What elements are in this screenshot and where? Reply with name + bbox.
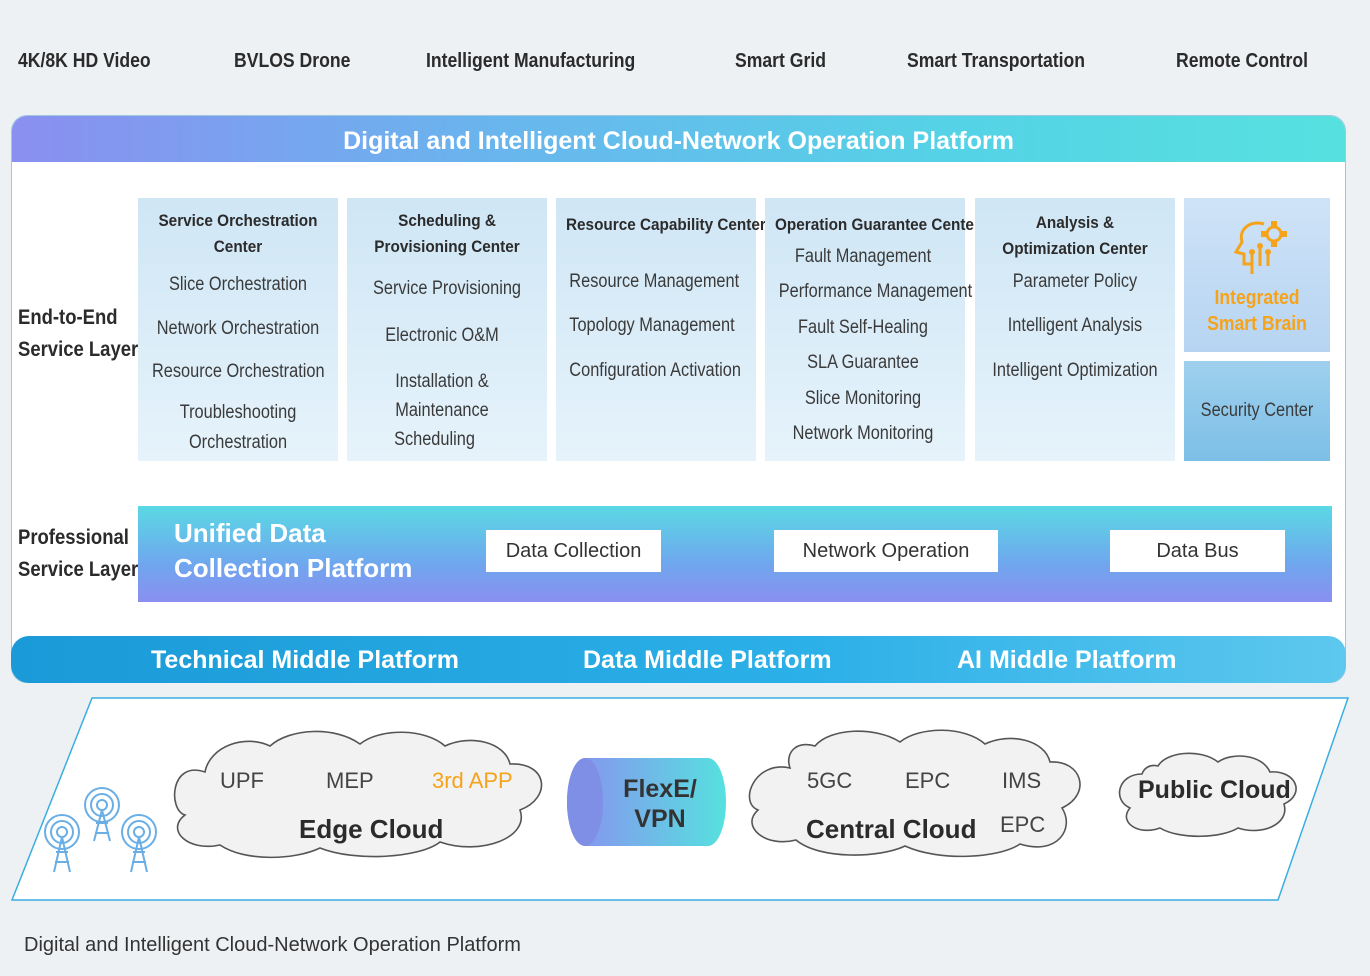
center-title: Service Orchestration Center — [158, 211, 318, 256]
center-item: Resource Orchestration — [152, 361, 325, 382]
resource-capability-center: Resource Capability Center Resource Mana… — [556, 198, 766, 461]
radio-tower-icon — [44, 787, 157, 873]
flexe-vpn-label: FlexE/ VPN — [623, 775, 697, 833]
central-cloud-shape — [748, 729, 1081, 858]
professional-layer-label: Professional Service Layer — [18, 522, 138, 586]
center-item: Parameter Policy — [1012, 271, 1138, 292]
edge-cloud-item: 3rd APP — [432, 768, 513, 793]
data-collection-box: Data Collection — [486, 530, 661, 572]
central-cloud-item: IMS — [1002, 768, 1042, 793]
app-bvlos-drone: BVLOS Drone — [234, 50, 351, 72]
network-operation-box: Network Operation — [774, 530, 998, 572]
technical-middle-platform: Technical Middle Platform — [151, 646, 459, 674]
center-item: Resource Management — [569, 271, 740, 292]
scheduling-provisioning-center: Scheduling & Provisioning Center Service… — [347, 198, 547, 461]
center-item: Scheduling — [394, 429, 475, 450]
security-center-label: Security Center — [1200, 400, 1314, 421]
brain-gear-icon — [1233, 221, 1287, 274]
center-item: SLA Guarantee — [807, 352, 919, 373]
center-item: Network Orchestration — [156, 318, 320, 339]
center-item: Fault Management — [794, 246, 932, 267]
edge-cloud-name: Edge Cloud — [299, 814, 444, 844]
center-item: Slice Orchestration — [168, 274, 308, 295]
center-item: Intelligent Optimization — [992, 360, 1158, 381]
integrated-smart-brain: Integrated Smart Brain — [1184, 198, 1330, 352]
central-cloud-item: 5GC — [807, 768, 853, 793]
center-item: Intelligent Analysis — [1007, 315, 1143, 336]
app-smart-grid: Smart Grid — [735, 50, 826, 72]
e2e-label-line1: End-to-End — [18, 306, 118, 329]
security-center: Security Center — [1184, 361, 1330, 461]
app-4k-video: 4K/8K HD Video — [18, 50, 151, 72]
central-cloud-name: Central Cloud — [806, 814, 977, 844]
data-bus-box: Data Bus — [1110, 530, 1285, 572]
center-item: Troubleshooting — [179, 402, 297, 423]
central-cloud-item: EPC — [1000, 812, 1046, 837]
app-intelligent-manufacturing: Intelligent Manufacturing — [426, 50, 636, 72]
data-middle-platform: Data Middle Platform — [583, 646, 832, 674]
public-cloud-shape — [1118, 752, 1297, 838]
center-item: Topology Management — [569, 315, 735, 336]
edge-cloud-item: MEP — [326, 768, 374, 793]
center-title: Scheduling & Provisioning Center — [374, 211, 520, 256]
brain-label: Integrated Smart Brain — [1207, 287, 1307, 335]
center-item: Installation & — [395, 371, 489, 392]
operation-guarantee-center: Operation Guarantee Center Fault Managem… — [765, 198, 980, 461]
professional-label-line1: Professional — [18, 526, 129, 549]
center-item: Network Monitoring — [792, 423, 934, 444]
public-cloud-name: Public Cloud — [1138, 776, 1291, 804]
center-item: Slice Monitoring — [804, 388, 922, 409]
middle-platform-bar: Technical Middle Platform Data Middle Pl… — [11, 636, 1346, 683]
platform-title: Digital and Intelligent Cloud-Network Op… — [12, 116, 1345, 162]
app-remote-control: Remote Control — [1176, 50, 1308, 72]
center-item: Electronic O&M — [385, 325, 499, 346]
analysis-optimization-center: Analysis & Optimization Center Parameter… — [975, 198, 1175, 461]
flexe-vpn-cylinder — [567, 758, 726, 846]
center-item: Performance Management — [778, 281, 973, 302]
center-title: Analysis & Optimization Center — [1002, 213, 1148, 258]
unified-data-collection-platform: Unified Data Collection Platform Data Co… — [138, 506, 1332, 602]
edge-cloud-shape — [173, 730, 543, 859]
professional-label-line2: Service Layer — [18, 558, 139, 581]
center-item: Configuration Activation — [569, 360, 741, 381]
central-cloud-item: EPC — [905, 768, 951, 793]
infrastructure-layer — [10, 697, 1350, 901]
edge-cloud-item: UPF — [220, 768, 264, 793]
center-item: Fault Self-Healing — [798, 317, 928, 338]
service-orchestration-center: Service Orchestration Center Slice Orche… — [138, 198, 338, 461]
center-title: Operation Guarantee Center — [775, 215, 980, 234]
center-item: Maintenance — [395, 400, 489, 421]
e2e-layer-label: End-to-End Service Layer — [18, 302, 138, 366]
e2e-label-line2: Service Layer — [18, 338, 139, 361]
center-title: Resource Capability Center — [566, 215, 766, 234]
ai-middle-platform: AI Middle Platform — [957, 646, 1177, 674]
figure-caption: Digital and Intelligent Cloud-Network Op… — [24, 934, 521, 956]
app-smart-transportation: Smart Transportation — [907, 50, 1085, 72]
udc-title: Unified Data Collection Platform — [174, 518, 413, 583]
center-item: Orchestration — [188, 432, 288, 453]
center-item: Service Provisioning — [372, 278, 522, 299]
